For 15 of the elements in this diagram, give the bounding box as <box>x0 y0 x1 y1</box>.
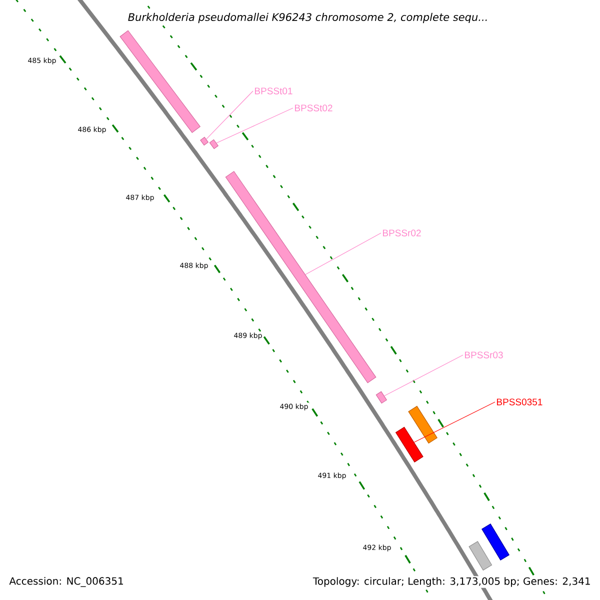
leader-line <box>414 402 496 443</box>
gene-label: BPSSt02 <box>295 104 332 112</box>
title: Burkholderia pseudomallei K96243 chromosome 2, complete sequ... <box>126 12 490 24</box>
gene-feature <box>395 426 424 462</box>
gene-feature <box>225 170 376 384</box>
leader-line <box>305 232 382 275</box>
gene-label: BPSSr02 <box>383 230 421 236</box>
accession-text: Accession: NC_006351 <box>8 576 125 588</box>
gene-label: BPSSr03 <box>465 352 503 358</box>
leader-line <box>206 90 254 140</box>
topology-text: Topology: circular; Length: 3,173,005 bp; Genes: 2,341 <box>312 576 592 588</box>
leader-line <box>384 354 464 396</box>
gene-label: BPSSt01 <box>254 88 292 94</box>
gene-label: BPSS0351 <box>497 398 542 406</box>
leader-line <box>216 108 294 144</box>
